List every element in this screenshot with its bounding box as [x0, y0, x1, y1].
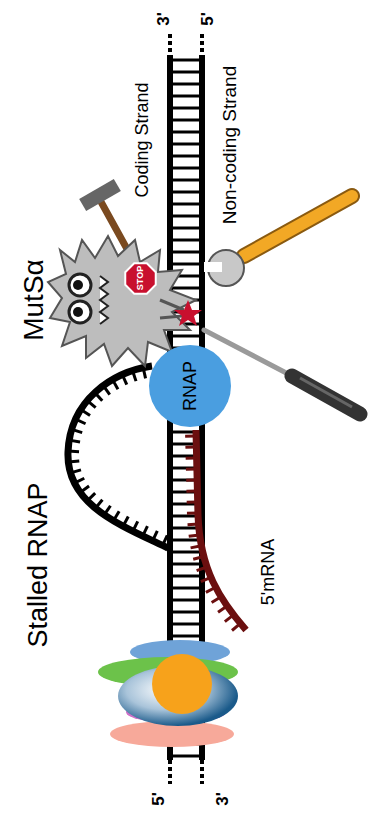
strand-tick	[218, 606, 227, 612]
strand-tick	[187, 511, 198, 514]
dna-rung	[170, 191, 202, 194]
strand-tick	[133, 371, 136, 381]
dna-rung	[170, 71, 202, 74]
mutsalpha-figure	[48, 179, 202, 366]
dna-rung	[170, 251, 202, 254]
strand-tick	[103, 386, 109, 395]
strand-extension	[168, 34, 172, 55]
strand-tick	[201, 577, 211, 581]
strand-tick	[143, 526, 148, 536]
strand-extension	[200, 760, 204, 784]
dna-rung	[170, 551, 202, 554]
strand-tick	[206, 587, 216, 592]
dna-rung	[170, 635, 202, 638]
strand-tick	[123, 516, 128, 526]
dna-rung	[170, 179, 202, 182]
dna-rung	[170, 263, 202, 266]
node-text: STOP	[136, 266, 145, 290]
dna-rung	[170, 227, 202, 230]
strand-tick	[70, 470, 81, 473]
dna-rung	[170, 623, 202, 626]
strand-tick	[153, 531, 158, 541]
strand-tick	[186, 489, 197, 492]
strand-end-label: 5'	[150, 792, 167, 806]
strand-tick	[113, 511, 119, 520]
mrna-strand	[185, 430, 246, 631]
strand-tick	[95, 500, 102, 508]
part-label: Coding Strand	[133, 82, 151, 197]
strand-tick	[186, 456, 197, 459]
dna-rung	[170, 611, 202, 614]
part-label: Stalled RNAP	[25, 482, 52, 647]
strand-tick	[191, 546, 202, 548]
strand-tick	[212, 597, 221, 603]
dna-rung	[170, 155, 202, 158]
strand-tick	[72, 429, 83, 432]
part-label: 5'mRNA	[259, 539, 277, 605]
octagon-shape	[125, 263, 155, 293]
dna-rung	[170, 755, 202, 758]
rnap-shape	[149, 345, 231, 427]
strand-tick	[81, 409, 90, 415]
dna-rung	[170, 215, 202, 218]
part-label: Non-coding Strand	[220, 66, 239, 224]
strand-tick	[74, 478, 84, 483]
dna-rung	[170, 599, 202, 602]
strand-tick	[104, 506, 110, 515]
strand-tick	[185, 445, 196, 448]
dna-rung	[170, 575, 202, 578]
strand-tick	[187, 500, 198, 503]
part-label: MutSα	[20, 259, 48, 341]
dna-rung	[170, 167, 202, 170]
strand-tick	[186, 478, 197, 481]
dna-rung	[170, 287, 202, 290]
strand-tick	[163, 535, 168, 545]
dna-rung	[170, 203, 202, 206]
strand-tick	[133, 521, 138, 531]
rnap-circle: RNAP	[148, 344, 232, 428]
strand-extension	[168, 760, 172, 784]
strand-tick	[68, 461, 79, 462]
strand-end-label: 3'	[214, 792, 231, 806]
strand-tick	[76, 419, 86, 424]
strand-tick	[122, 375, 126, 385]
dna-rung	[170, 131, 202, 134]
strand-tick	[189, 535, 200, 536]
stalled-rnap-complex	[98, 640, 238, 747]
dna-rung	[170, 239, 202, 242]
strand-tick	[87, 493, 95, 501]
strand-end-label: 5'	[199, 12, 216, 26]
dna-rung	[170, 587, 202, 590]
strand-tick	[143, 368, 145, 379]
dna-rung	[170, 143, 202, 146]
strand-tick	[69, 440, 80, 442]
strand-tick	[225, 615, 234, 622]
strand-tick	[197, 567, 207, 571]
dna-rung	[170, 119, 202, 122]
strand-tick	[186, 467, 197, 470]
strand-end-label: 3'	[155, 12, 172, 26]
node-text: RNAP	[181, 361, 199, 411]
strand-tick	[95, 393, 102, 401]
dna-rung	[170, 59, 202, 62]
strand-tick	[188, 522, 199, 526]
strand-tick	[87, 401, 95, 408]
strand-tick	[193, 556, 204, 559]
dna-rung	[170, 107, 202, 110]
stop-sign: STOP	[123, 261, 158, 296]
strand-tick	[80, 486, 89, 492]
strand-extension	[200, 34, 204, 55]
strand-tick	[68, 450, 79, 454]
dna-rung	[170, 563, 202, 566]
strand-tick	[185, 434, 196, 437]
dna-rung	[170, 335, 202, 338]
strand-tick	[113, 380, 118, 390]
strand-tick	[232, 623, 240, 630]
dna-rung	[170, 95, 202, 98]
dna-rung	[170, 83, 202, 86]
